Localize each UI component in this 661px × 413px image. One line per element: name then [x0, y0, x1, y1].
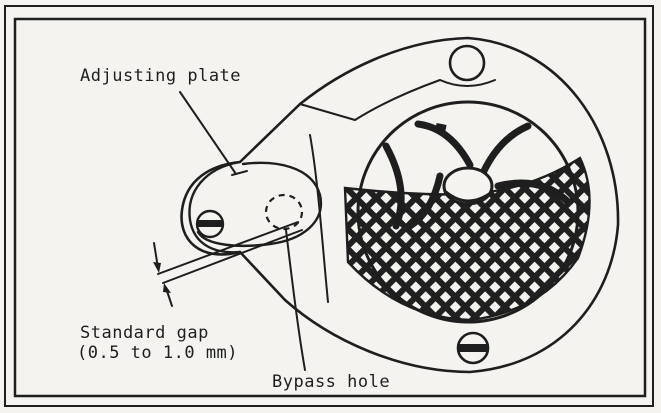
inner-frame — [13, 17, 647, 398]
outer-frame — [4, 5, 654, 407]
rotor-blade-tip — [435, 123, 447, 131]
housing-parting-line-left — [309, 134, 329, 303]
gap-arrowhead-upper — [153, 262, 161, 273]
rotor-blade-4 — [494, 179, 570, 204]
lower-bolt-slot — [458, 344, 488, 352]
rotor-hub — [442, 166, 494, 206]
adjusting-plate-edge — [231, 170, 248, 176]
adjusting-plate-screw-slot — [197, 220, 223, 227]
pump-body-outline — [180, 36, 620, 374]
bypass-hole-label: Bypass hole — [272, 372, 391, 392]
adjusting-plate-label: Adjusting plate — [80, 66, 242, 86]
bypass-hole-dashed — [264, 193, 304, 231]
strainer-rim — [356, 100, 580, 324]
bypass-hole-leader — [285, 229, 306, 371]
gap-arrowhead-lower — [163, 283, 171, 293]
bypass-valve-housing — [196, 161, 323, 247]
rotor-blade-2 — [414, 120, 474, 169]
upper-bolt-boss — [448, 44, 486, 82]
housing-parting-line-top — [354, 79, 441, 121]
upper-boss-ridge — [439, 79, 496, 87]
housing-parting-line-right — [299, 103, 356, 121]
adjusting-plate-leader — [179, 91, 237, 175]
gap-extension-lower — [162, 229, 303, 284]
standard-gap-range-label: (0.5 to 1.0 mm) — [77, 343, 239, 363]
adjusting-plate — [188, 160, 242, 254]
rotor-blade-3 — [476, 122, 532, 184]
gap-extension-upper — [157, 221, 299, 275]
rotor-blade-5 — [406, 172, 444, 230]
rotor-hub-shade — [445, 190, 493, 203]
rotor-blade-1 — [382, 142, 405, 230]
standard-gap-label: Standard gap — [80, 323, 209, 343]
